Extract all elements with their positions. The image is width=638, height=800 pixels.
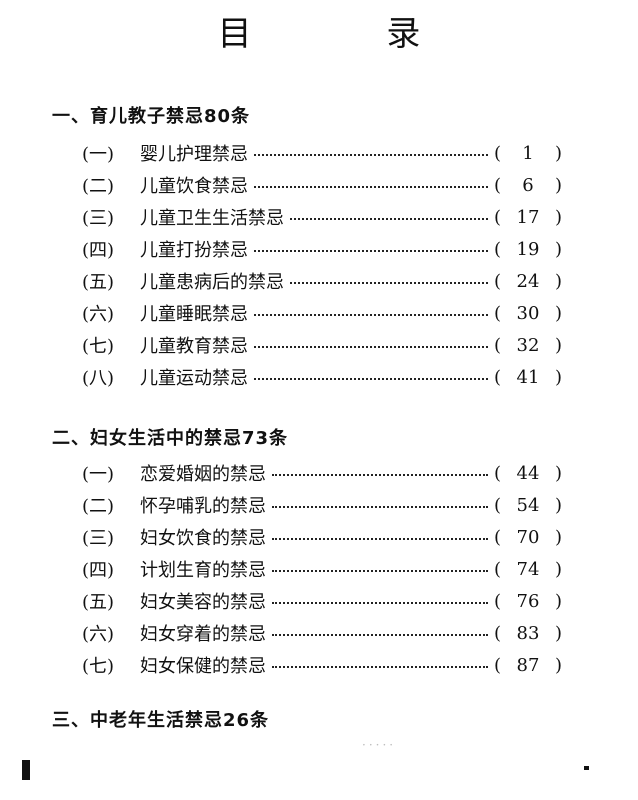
entry-title: 妇女饮食的禁忌 (140, 528, 266, 549)
page-number: 1 (522, 142, 534, 164)
toc-entry[interactable]: (三) 儿童卫生生活禁忌 (17) (82, 204, 562, 230)
scan-artifact: ····· (362, 738, 397, 752)
entry-title: 妇女美容的禁忌 (140, 592, 266, 613)
page-number: 74 (516, 558, 540, 580)
entry-page: (32) (494, 334, 562, 356)
entry-title: 儿童打扮禁忌 (140, 240, 248, 261)
page-title: 目 录 (217, 14, 483, 54)
entry-title: 儿童教育禁忌 (140, 336, 248, 357)
dot-leader (254, 154, 488, 156)
entry-page: (87) (494, 654, 562, 676)
toc-entry[interactable]: (八) 儿童运动禁忌 (41) (82, 364, 562, 390)
entry-page: (44) (494, 462, 562, 484)
entry-number: (一) (82, 464, 115, 485)
entry-number: (二) (82, 496, 115, 517)
scan-mark-left (22, 760, 30, 780)
entry-page: (19) (494, 238, 562, 260)
page-number: 19 (516, 238, 540, 260)
page-number: 44 (516, 462, 540, 484)
entry-page: (1) (494, 142, 562, 164)
entry-number: (二) (82, 176, 115, 197)
page-number: 24 (516, 270, 540, 292)
toc-entry[interactable]: (一) 恋爱婚姻的禁忌 (44) (82, 460, 562, 486)
entry-number: (一) (82, 144, 115, 165)
dot-leader (272, 602, 488, 604)
toc-entry[interactable]: (七) 儿童教育禁忌 (32) (82, 332, 562, 358)
entry-page: (74) (494, 558, 562, 580)
toc-entry[interactable]: (六) 妇女穿着的禁忌 (83) (82, 620, 562, 646)
toc-entry[interactable]: (五) 儿童患病后的禁忌 (24) (82, 268, 562, 294)
entry-title: 儿童卫生生活禁忌 (140, 208, 284, 229)
entry-title: 计划生育的禁忌 (140, 560, 266, 581)
entry-number: (七) (82, 656, 115, 677)
entry-title: 婴儿护理禁忌 (140, 144, 248, 165)
entry-number: (四) (82, 240, 115, 261)
entry-title: 妇女穿着的禁忌 (140, 624, 266, 645)
entry-number: (七) (82, 336, 115, 357)
entry-title: 儿童患病后的禁忌 (140, 272, 284, 293)
entry-title: 儿童饮食禁忌 (140, 176, 248, 197)
entry-page: (6) (494, 174, 562, 196)
dot-leader (254, 346, 488, 348)
page-number: 41 (516, 366, 540, 388)
entry-page: (17) (494, 206, 562, 228)
entry-title: 恋爱婚姻的禁忌 (140, 464, 266, 485)
page-number: 32 (516, 334, 540, 356)
entry-number: (五) (82, 272, 115, 293)
dot-leader (254, 378, 488, 380)
page-number: 17 (516, 206, 540, 228)
dot-leader (254, 186, 488, 188)
section-heading-3: 三、中老年生活禁忌26条 (52, 710, 270, 731)
page-number: 54 (516, 494, 540, 516)
entry-page: (24) (494, 270, 562, 292)
page-number: 70 (516, 526, 540, 548)
page-number: 87 (516, 654, 540, 676)
entry-page: (83) (494, 622, 562, 644)
entry-page: (41) (494, 366, 562, 388)
dot-leader (254, 250, 488, 252)
dot-leader (272, 634, 488, 636)
toc-entry[interactable]: (五) 妇女美容的禁忌 (76) (82, 588, 562, 614)
entry-number: (六) (82, 304, 115, 325)
toc-entry[interactable]: (一) 婴儿护理禁忌 (1) (82, 140, 562, 166)
dot-leader (272, 570, 488, 572)
entry-number: (三) (82, 528, 115, 549)
page-number: 30 (516, 302, 540, 324)
entry-page: (30) (494, 302, 562, 324)
toc-entry[interactable]: (二) 怀孕哺乳的禁忌 (54) (82, 492, 562, 518)
section-heading-1: 一、育儿教子禁忌80条 (52, 106, 251, 127)
entry-number: (五) (82, 592, 115, 613)
page-number: 83 (516, 622, 540, 644)
dot-leader (272, 474, 488, 476)
dot-leader (272, 506, 488, 508)
entry-page: (76) (494, 590, 562, 612)
entry-page: (54) (494, 494, 562, 516)
entry-title: 怀孕哺乳的禁忌 (140, 496, 266, 517)
entry-page: (70) (494, 526, 562, 548)
entry-number: (四) (82, 560, 115, 581)
entry-number: (六) (82, 624, 115, 645)
dot-leader (290, 282, 488, 284)
entry-title: 儿童运动禁忌 (140, 368, 248, 389)
dot-leader (272, 538, 488, 540)
toc-entry[interactable]: (七) 妇女保健的禁忌 (87) (82, 652, 562, 678)
dot-leader (290, 218, 488, 220)
entry-title: 妇女保健的禁忌 (140, 656, 266, 677)
entry-title: 儿童睡眠禁忌 (140, 304, 248, 325)
dot-leader (272, 666, 488, 668)
page-number: 6 (522, 174, 534, 196)
section-heading-2: 二、妇女生活中的禁忌73条 (52, 428, 289, 449)
toc-entry[interactable]: (二) 儿童饮食禁忌 (6) (82, 172, 562, 198)
toc-entry[interactable]: (四) 计划生育的禁忌 (74) (82, 556, 562, 582)
toc-entry[interactable]: (四) 儿童打扮禁忌 (19) (82, 236, 562, 262)
page-number: 76 (516, 590, 540, 612)
dot-leader (254, 314, 488, 316)
entry-number: (八) (82, 368, 115, 389)
toc-entry[interactable]: (三) 妇女饮食的禁忌 (70) (82, 524, 562, 550)
toc-entry[interactable]: (六) 儿童睡眠禁忌 (30) (82, 300, 562, 326)
entry-number: (三) (82, 208, 115, 229)
scan-mark-right (584, 766, 589, 770)
